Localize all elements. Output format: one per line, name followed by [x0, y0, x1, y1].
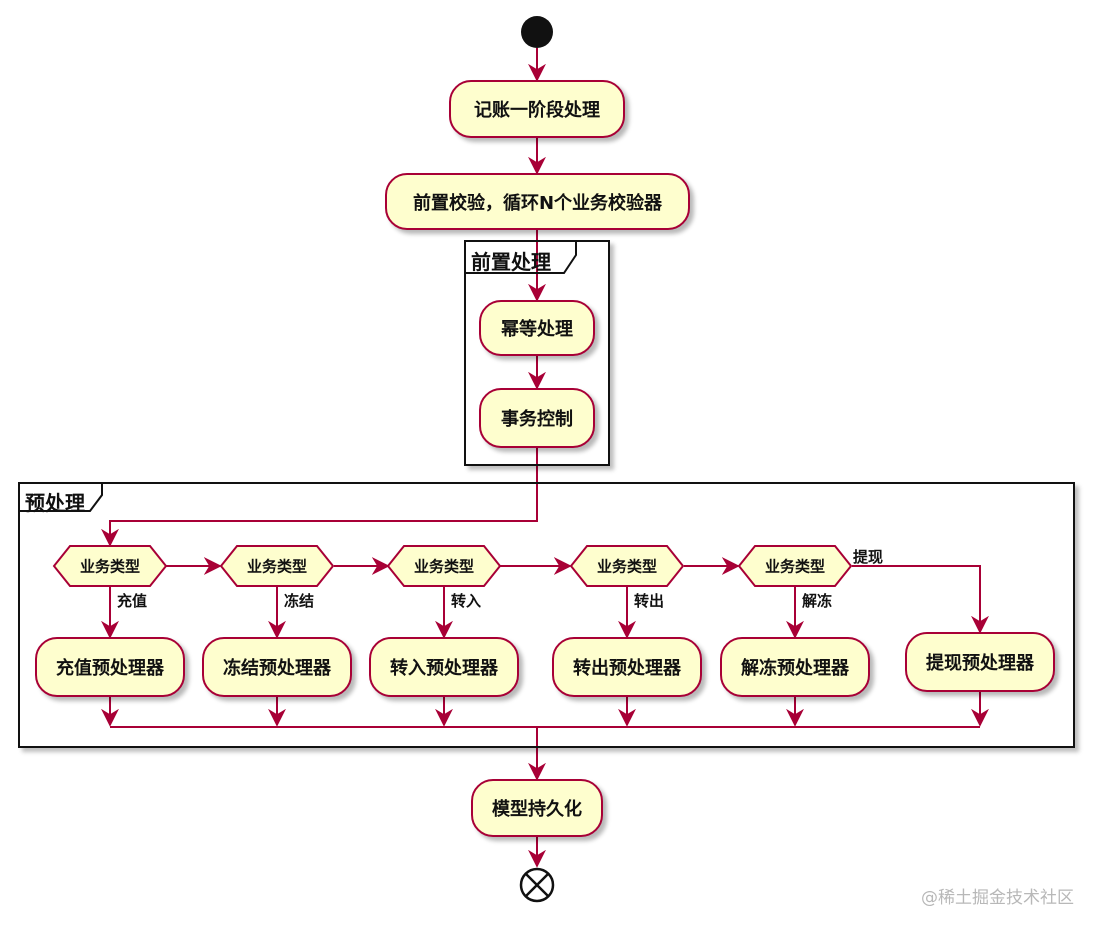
decision-label-4: 业务类型	[596, 557, 658, 576]
node-processor-freeze: 冻结预处理器	[202, 637, 352, 697]
decision-hexagon-3	[386, 545, 502, 587]
node-idempotent: 幂等处理	[479, 300, 595, 356]
node-processor-withdraw: 提现预处理器	[905, 632, 1055, 692]
decision-hexagon-2	[219, 545, 335, 587]
end-node	[519, 867, 555, 903]
decision-hexagon-5	[737, 545, 853, 587]
node-processor-transfer-in: 转入预处理器	[369, 637, 519, 697]
node-persist: 模型持久化	[471, 779, 603, 837]
node-processor-recharge: 充值预处理器	[35, 637, 185, 697]
arrow-tx-to-decision	[101, 448, 538, 547]
watermark: @稀土掘金技术社区	[921, 888, 1074, 908]
frame-pre-processing	[464, 240, 610, 466]
decision-label-1: 业务类型	[79, 557, 141, 576]
decision-label-5: 业务类型	[764, 557, 826, 576]
frame-prep-title: 预处理	[25, 491, 85, 515]
node-precheck: 前置校验，循环N个业务校验器	[385, 173, 690, 230]
decision-shapes	[52, 545, 853, 587]
branch-label-freeze: 冻结	[284, 592, 315, 610]
branch-label-transfer-out: 转出	[634, 592, 665, 610]
node-processor-transfer-out: 转出预处理器	[552, 637, 702, 697]
node-processor-unfreeze: 解冻预处理器	[720, 637, 870, 697]
decision-hexagon-1	[52, 545, 168, 587]
decision-label-2: 业务类型	[246, 557, 308, 576]
decision-hexagon-4	[569, 545, 685, 587]
decision-label-3: 业务类型	[413, 557, 475, 576]
node-transaction: 事务控制	[479, 388, 595, 448]
node-stage1: 记账一阶段处理	[449, 80, 625, 138]
branch-label-recharge: 充值	[117, 592, 148, 610]
start-node	[521, 16, 553, 48]
flow-arrows	[101, 48, 989, 868]
branch-label-withdraw: 提现	[853, 548, 884, 566]
branch-label-unfreeze: 解冻	[802, 592, 833, 610]
arrow-branch-withdraw	[852, 565, 989, 634]
frame-pre-processing-title: 前置处理	[471, 250, 551, 274]
frame-prep	[18, 482, 1075, 748]
branch-label-transfer-in: 转入	[451, 592, 482, 610]
